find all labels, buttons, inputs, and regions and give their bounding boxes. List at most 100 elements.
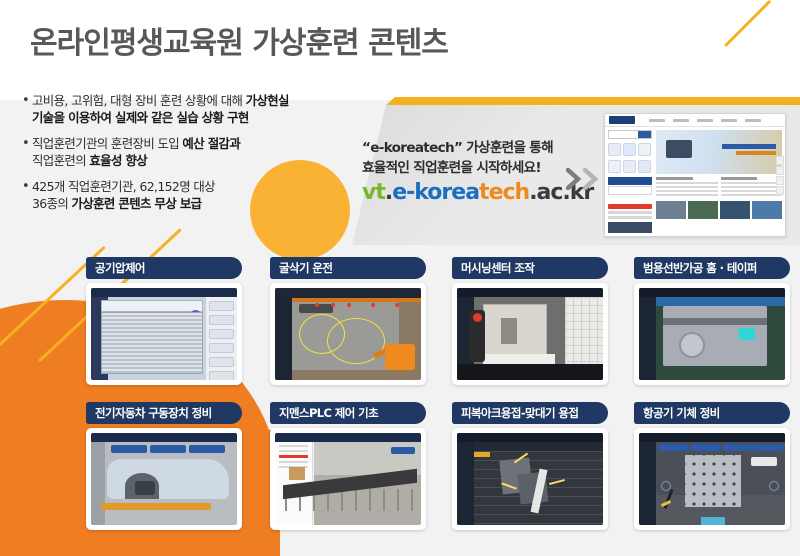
card-thumbnail-aircraft-maintenance bbox=[639, 433, 785, 525]
card-frame bbox=[452, 283, 608, 385]
card-thumbnail-arc-welding bbox=[457, 433, 603, 525]
preview-quick-item bbox=[776, 156, 784, 165]
preview-nav-item bbox=[673, 118, 689, 122]
website-preview-thumbnail[interactable] bbox=[604, 113, 786, 237]
preview-content-columns bbox=[656, 177, 782, 198]
preview-site-body bbox=[605, 127, 785, 236]
preview-main-column bbox=[655, 127, 785, 236]
card-title-tab: 전기자동차 구동장치 정비 bbox=[86, 402, 242, 424]
bullet-marker: • bbox=[22, 179, 30, 194]
content-card-1[interactable]: 공기압제어 bbox=[86, 257, 242, 385]
card-thumbnail-excavator-operation bbox=[275, 288, 421, 380]
bullet-text-line: 직업훈련의 효율성 향상 bbox=[32, 153, 148, 168]
card-thumbnail-siemens-plc bbox=[275, 433, 421, 525]
bullet-text-line: 425개 직업훈련기관, 62,152명 대상 bbox=[32, 179, 216, 194]
url-part-tech: tech bbox=[479, 180, 530, 205]
content-card-3[interactable]: 머시닝센터 조작 bbox=[452, 257, 608, 385]
preview-sidebar bbox=[605, 127, 655, 236]
preview-icon bbox=[623, 160, 636, 173]
preview-site-nav bbox=[649, 118, 761, 122]
card-title-tab: 굴삭기 운전 bbox=[270, 257, 426, 279]
preview-icon-row bbox=[608, 143, 652, 156]
preview-icon bbox=[638, 143, 651, 156]
card-frame bbox=[270, 428, 426, 530]
preview-text-line bbox=[608, 211, 652, 214]
url-part-tail: .ac.kr bbox=[529, 180, 594, 205]
card-frame bbox=[634, 283, 790, 385]
promo-url[interactable]: vt.e-koreatech.ac.kr bbox=[362, 180, 594, 206]
content-card-7[interactable]: 피복아크용접-맞대기 용접 bbox=[452, 402, 608, 530]
card-title-tab: 항공기 기체 정비 bbox=[634, 402, 790, 424]
preview-quick-item bbox=[776, 176, 784, 185]
promo-line-1: “e-koreatech” 가상훈련을 통해 bbox=[362, 140, 554, 156]
feature-bullet-list: • 고비용, 고위험, 대형 장비 훈련 상황에 대해 가상현실 기술을 이용하… bbox=[22, 92, 362, 221]
card-thumbnail-machining-center bbox=[457, 288, 603, 380]
gold-accent-bar bbox=[386, 97, 800, 105]
yellow-circle-decoration bbox=[250, 160, 350, 260]
preview-banner-headline bbox=[722, 144, 776, 149]
preview-search-box bbox=[608, 130, 652, 139]
content-card-5[interactable]: 전기자동차 구동장치 정비 bbox=[86, 402, 242, 530]
card-frame bbox=[452, 428, 608, 530]
content-card-4[interactable]: 범용선반가공 홈 · 테이퍼 bbox=[634, 257, 790, 385]
preview-notice-column bbox=[656, 177, 718, 198]
header-white-band bbox=[0, 0, 800, 100]
card-frame bbox=[86, 428, 242, 530]
card-title-tab: 머시닝센터 조작 bbox=[452, 257, 608, 279]
bullet-text-line: 고비용, 고위험, 대형 장비 훈련 상황에 대해 가상현실 bbox=[32, 93, 289, 108]
bullet-marker: • bbox=[22, 93, 30, 108]
preview-hero-banner bbox=[656, 130, 782, 174]
preview-card bbox=[656, 201, 686, 219]
card-thumbnail-pneumatic-control bbox=[91, 288, 237, 380]
card-title-tab: 피복아크용접-맞대기 용접 bbox=[452, 402, 608, 424]
content-card-6[interactable]: 지멘스PLC 제어 기초 bbox=[270, 402, 426, 530]
preview-phone-number bbox=[608, 204, 652, 209]
preview-icon bbox=[638, 160, 651, 173]
bullet-text-line: 기술을 이용하여 실제와 같은 실습 상황 구현 bbox=[32, 110, 249, 125]
promo-text-block: “e-koreatech” 가상훈련을 통해 효율적인 직업훈련을 시작하세요!… bbox=[362, 138, 594, 206]
preview-card bbox=[688, 201, 718, 219]
card-title-tab: 공기압제어 bbox=[86, 257, 242, 279]
content-card-8[interactable]: 항공기 기체 정비 bbox=[634, 402, 790, 530]
url-part-vt: vt bbox=[362, 180, 386, 205]
preview-monitor-graphic bbox=[666, 140, 692, 158]
card-frame bbox=[634, 428, 790, 530]
preview-quick-menu bbox=[776, 156, 784, 196]
preview-card-row bbox=[656, 201, 782, 219]
card-thumbnail-ev-drivetrain bbox=[91, 433, 237, 525]
preview-text-line bbox=[608, 216, 652, 219]
preview-banner-subline bbox=[736, 151, 776, 155]
preview-nav-item bbox=[721, 118, 737, 122]
page-title: 온라인평생교육원 가상훈련 콘텐츠 bbox=[30, 26, 449, 61]
preview-nav-item bbox=[697, 118, 713, 122]
preview-icon bbox=[608, 160, 621, 173]
preview-nav-item bbox=[649, 118, 665, 122]
chevron-right-icon-2 bbox=[583, 168, 599, 190]
preview-nav-item bbox=[745, 118, 761, 122]
card-thumbnail-lathe-taper bbox=[639, 288, 785, 380]
preview-thumb-image bbox=[608, 222, 652, 233]
preview-card bbox=[720, 201, 750, 219]
list-item: • 직업훈련기관의 훈련장비 도입 예산 절감과 직업훈련의 효율성 향상 bbox=[22, 135, 362, 169]
bullet-text-line: 직업훈련기관의 훈련장비 도입 예산 절감과 bbox=[32, 136, 241, 151]
preview-faq-column bbox=[720, 177, 782, 198]
bullet-marker: • bbox=[22, 136, 30, 151]
preview-quick-item bbox=[776, 166, 784, 175]
bullet-text-line: 36종의 가상훈련 콘텐츠 무상 보급 bbox=[32, 196, 202, 211]
preview-site-header bbox=[605, 114, 785, 127]
list-item: • 고비용, 고위험, 대형 장비 훈련 상황에 대해 가상현실 기술을 이용하… bbox=[22, 92, 362, 126]
promo-line-2: 효율적인 직업훈련을 시작하세요! bbox=[362, 160, 542, 176]
content-card-2[interactable]: 굴삭기 운전 bbox=[270, 257, 426, 385]
card-title-tab: 범용선반가공 홈 · 테이퍼 bbox=[634, 257, 790, 279]
preview-site-logo bbox=[609, 116, 635, 124]
url-part-ekorea: e-korea bbox=[392, 180, 480, 205]
preview-spacer bbox=[608, 199, 652, 203]
preview-icon bbox=[608, 143, 621, 156]
card-frame bbox=[86, 283, 242, 385]
chevron-right-icon-1 bbox=[566, 168, 582, 190]
card-title-tab: 지멘스PLC 제어 기초 bbox=[270, 402, 426, 424]
preview-icon bbox=[623, 143, 636, 156]
preview-select bbox=[608, 186, 652, 195]
preview-icon-row bbox=[608, 160, 652, 173]
